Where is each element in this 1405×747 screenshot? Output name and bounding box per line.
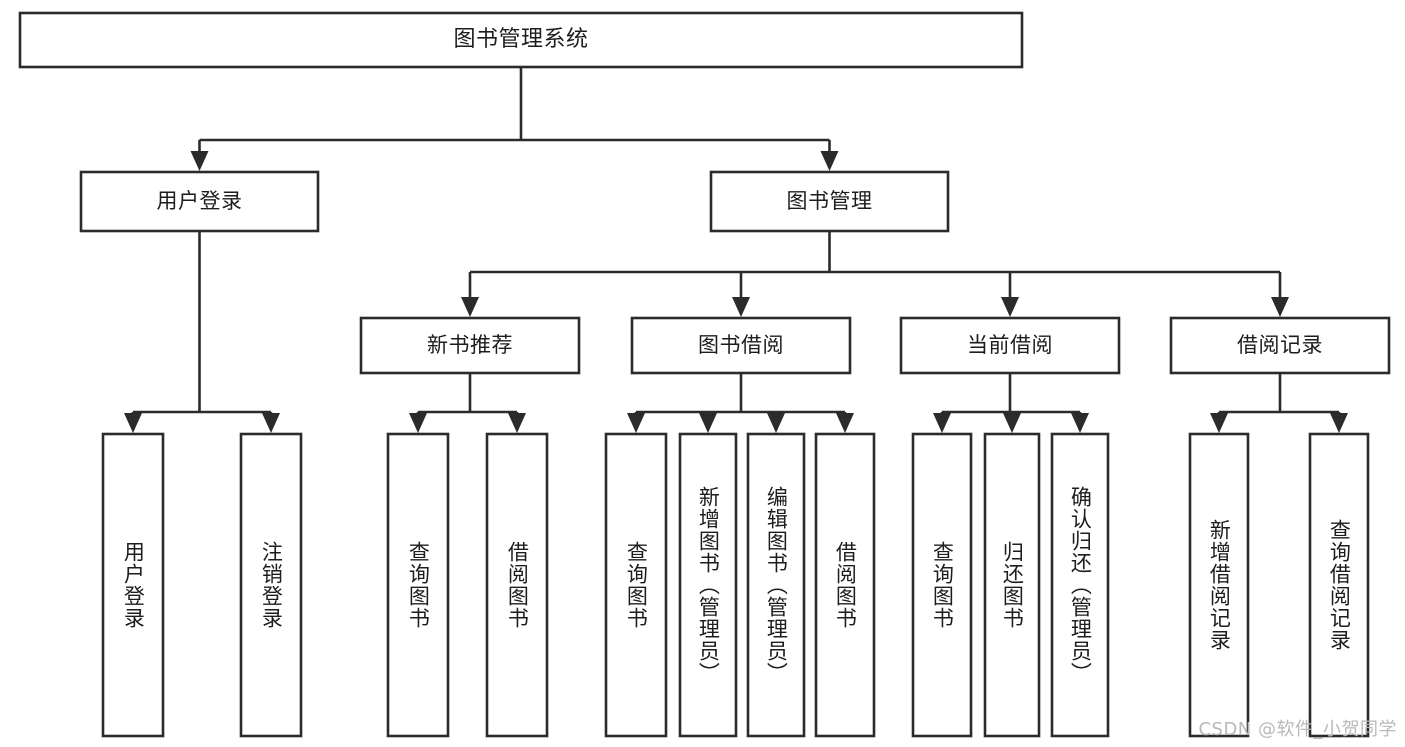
node-box-l3_3[interactable] xyxy=(1169,316,1391,375)
node-box-leaf_7[interactable] xyxy=(814,432,876,738)
node-box-root[interactable] xyxy=(18,11,1024,69)
arrow-head-icon xyxy=(190,151,209,171)
arrow-head-icon xyxy=(409,413,427,433)
node-box-leaf_0[interactable] xyxy=(101,432,165,738)
box-layer xyxy=(18,11,1391,738)
node-box-leaf_2[interactable] xyxy=(386,432,450,738)
arrow-head-icon xyxy=(124,413,142,433)
arrow-head-icon xyxy=(699,413,717,433)
arrow-head-icon xyxy=(627,413,645,433)
node-box-leaf_12[interactable] xyxy=(1308,432,1370,738)
node-box-leaf_5[interactable] xyxy=(678,432,738,738)
arrow-head-icon xyxy=(767,413,785,433)
arrow-head-icon xyxy=(262,413,280,433)
arrow-head-icon xyxy=(820,151,839,171)
arrow-head-icon xyxy=(933,413,951,433)
node-box-leaf_9[interactable] xyxy=(983,432,1041,738)
node-box-l2_0[interactable] xyxy=(79,170,320,233)
arrow-head-icon xyxy=(1071,413,1089,433)
watermark-text: CSDN @软件_小贺同学 xyxy=(1198,719,1397,740)
arrow-head-icon xyxy=(508,413,526,433)
node-box-leaf_8[interactable] xyxy=(911,432,973,738)
arrow-head-icon xyxy=(1003,413,1021,433)
node-box-l3_2[interactable] xyxy=(899,316,1121,375)
node-box-leaf_4[interactable] xyxy=(604,432,668,738)
node-box-leaf_3[interactable] xyxy=(485,432,549,738)
node-box-leaf_10[interactable] xyxy=(1050,432,1110,738)
arrow-head-icon xyxy=(1271,297,1289,317)
edge-layer xyxy=(124,67,1348,433)
node-box-l3_1[interactable] xyxy=(630,316,852,375)
arrow-head-icon xyxy=(732,297,750,317)
arrow-head-icon xyxy=(1001,297,1019,317)
arrow-head-icon xyxy=(461,297,479,317)
node-box-l2_1[interactable] xyxy=(709,170,950,233)
node-box-l3_0[interactable] xyxy=(359,316,581,375)
node-box-leaf_6[interactable] xyxy=(746,432,806,738)
arrow-head-icon xyxy=(836,413,854,433)
node-box-leaf_1[interactable] xyxy=(239,432,303,738)
arrow-head-icon xyxy=(1210,413,1228,433)
arrow-head-icon xyxy=(1330,413,1348,433)
node-box-leaf_11[interactable] xyxy=(1188,432,1250,738)
